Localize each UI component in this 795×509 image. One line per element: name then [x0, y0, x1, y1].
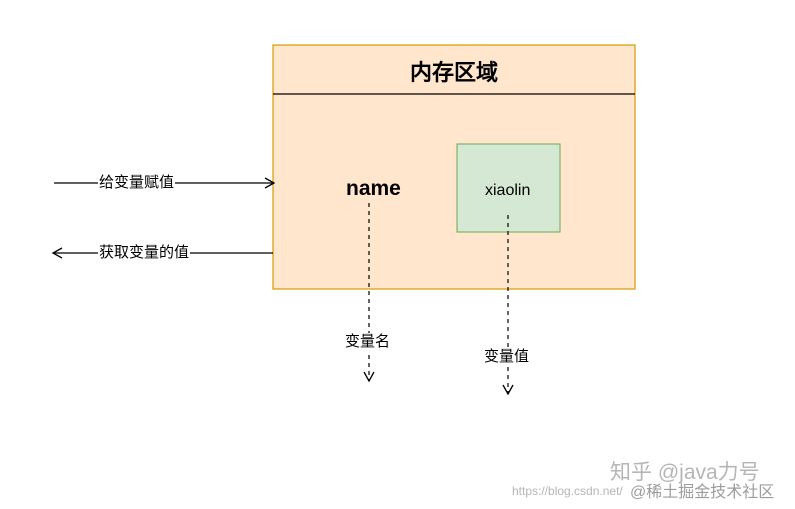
name-caption: 变量名 — [344, 333, 392, 351]
value-caption: 变量值 — [483, 348, 531, 366]
variable-value-label: xiaolin — [485, 182, 531, 199]
zhihu-watermark: 知乎 @java力号 — [610, 461, 760, 484]
csdn-watermark: https://blog.csdn.net/ — [512, 484, 623, 498]
assign-label: 给变量赋值 — [98, 174, 176, 192]
memory-region-box — [272, 44, 636, 290]
variable-name-label: name — [346, 177, 401, 200]
juejin-watermark: @稀土掘金技术社区 — [630, 484, 775, 501]
memory-title: 内存区域 — [409, 60, 498, 85]
get-value-label: 获取变量的值 — [98, 244, 191, 262]
